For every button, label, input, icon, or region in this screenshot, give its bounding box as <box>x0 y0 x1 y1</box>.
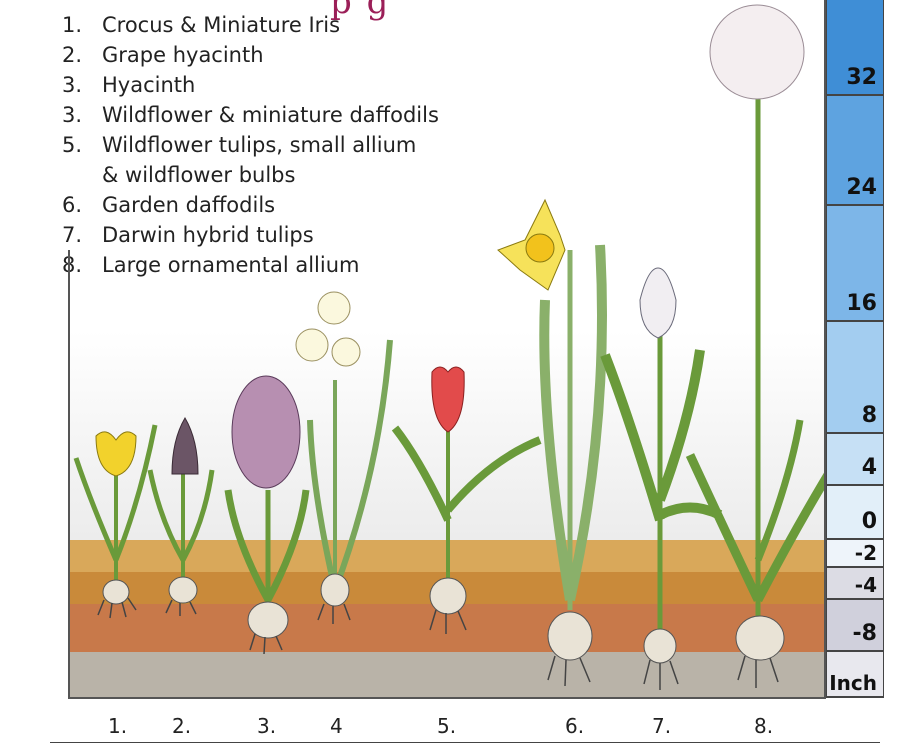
crocus-plant-icon <box>76 425 155 618</box>
depth-height-ruler: 32 24 16 8 4 0 -2 -4 -8 Inch <box>826 0 884 698</box>
bottom-divider <box>50 742 880 743</box>
ruler-unit-label: Inch <box>829 671 877 695</box>
ruler-label: -2 <box>855 541 877 565</box>
ruler-segment: 24 <box>826 96 884 206</box>
miniature-daffodil-plant-icon <box>296 292 390 624</box>
plant-number: 8. <box>754 714 773 738</box>
ruler-segment: 8 <box>826 322 884 434</box>
ruler-label: 24 <box>846 175 877 200</box>
ruler-label: 16 <box>846 291 877 316</box>
ruler-label: 32 <box>846 65 877 90</box>
frame-bottom-border <box>68 697 826 699</box>
ruler-label: -8 <box>853 621 877 646</box>
plant-number: 4 <box>330 714 343 738</box>
plant-number: 2. <box>172 714 191 738</box>
ruler-label: 8 <box>862 403 877 428</box>
ruler-label: 0 <box>862 509 877 534</box>
wildflower-tulip-plant-icon <box>395 367 540 634</box>
ruler-segment: 4 <box>826 434 884 486</box>
garden-daffodil-plant-icon <box>498 200 602 686</box>
ruler-label: -4 <box>855 573 877 597</box>
ruler-segment: -2 <box>826 540 884 568</box>
ruler-label: 4 <box>862 455 877 480</box>
ruler-segment: 16 <box>826 206 884 322</box>
ruler-segment: 0 <box>826 486 884 540</box>
ruler-segment: Inch <box>826 652 884 698</box>
hyacinth-plant-icon <box>228 376 306 654</box>
ruler-segment: 32 <box>826 0 884 96</box>
plant-number: 7. <box>652 714 671 738</box>
frame-left-border <box>68 250 70 698</box>
grape-hyacinth-plant-icon <box>150 418 212 616</box>
ruler-segment: -8 <box>826 600 884 652</box>
large-allium-plant-icon <box>690 5 840 688</box>
plant-number: 5. <box>437 714 456 738</box>
plant-number: 3. <box>257 714 276 738</box>
ruler-segment: -4 <box>826 568 884 600</box>
plant-number: 1. <box>108 714 127 738</box>
plant-number: 6. <box>565 714 584 738</box>
